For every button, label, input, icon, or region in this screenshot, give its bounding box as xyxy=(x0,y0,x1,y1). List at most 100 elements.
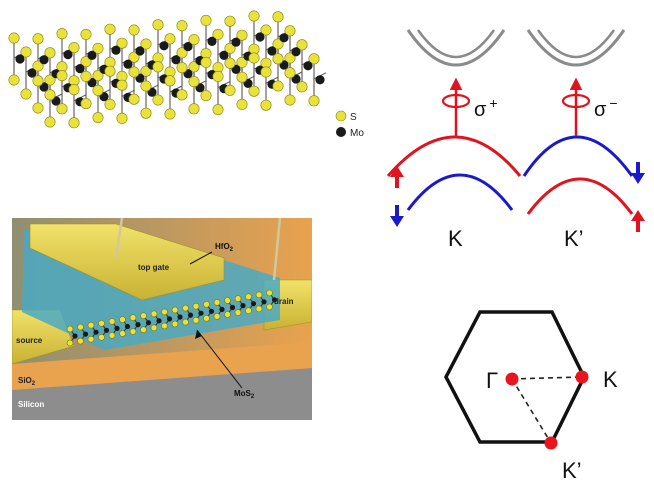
sulfur-atom xyxy=(164,108,176,120)
sulfur-atom xyxy=(284,25,296,37)
mos2-sulfur-atom xyxy=(77,323,84,331)
sulfur-atom xyxy=(212,70,224,82)
spin-down-arrow-k-prime xyxy=(631,162,645,184)
sulfur-atom xyxy=(116,37,128,49)
device-illustration: top gate HfO2 drain source SiO2 Silicon … xyxy=(12,218,312,420)
sulfur-atom xyxy=(92,112,104,124)
hfo2-pointer xyxy=(189,251,213,265)
mos2-molybdenum-atom xyxy=(271,297,278,303)
sulfur-atom xyxy=(68,42,80,54)
sulfur-atom xyxy=(152,19,164,31)
mos2-sulfur-atom xyxy=(203,315,210,322)
mos2-molybdenum-atom xyxy=(103,327,110,333)
sulfur-atom xyxy=(224,57,236,69)
sulfur-atom xyxy=(44,116,56,128)
legend-molybdenum-label: Mo xyxy=(350,128,364,139)
sulfur-atom xyxy=(212,104,224,116)
sulfur-atom xyxy=(80,28,92,40)
sulfur-atom xyxy=(296,81,308,93)
sulfur-atom xyxy=(32,75,44,87)
sulfur-atom xyxy=(200,14,212,26)
valley-label-k: K xyxy=(448,226,463,251)
sulfur-atom xyxy=(164,75,176,87)
sulfur-atom xyxy=(116,79,128,91)
sulfur-atom xyxy=(32,102,44,114)
valley-k: σ+ K xyxy=(386,29,522,251)
sulfur-atom xyxy=(224,15,236,27)
mos2-molybdenum-atom xyxy=(198,310,204,316)
molybdenum-atom xyxy=(291,47,301,57)
sulfur-atom xyxy=(128,51,140,63)
polarization-loop-k-prime xyxy=(561,93,591,109)
upper-valence-band-k xyxy=(386,135,522,177)
sulfur-atom xyxy=(188,76,200,88)
mos2-sulfur-atom xyxy=(129,314,137,321)
mos2-molybdenum-atom xyxy=(124,323,131,330)
sulfur-atom xyxy=(20,46,32,58)
sulfur-atom xyxy=(260,66,272,78)
mos2-sulfur-atom xyxy=(255,291,263,299)
sulfur-atom xyxy=(272,53,284,65)
sulfur-atom xyxy=(308,53,320,65)
sulfur-atom xyxy=(128,66,140,78)
gamma-to-k-prime-path xyxy=(511,378,552,444)
molybdenum-atom xyxy=(159,41,169,51)
k-prime-point xyxy=(544,436,558,450)
mos2-molybdenum-atom xyxy=(135,322,141,328)
molybdenum-atom xyxy=(207,36,217,47)
sulfur-atom xyxy=(44,89,56,101)
molybdenum-atom xyxy=(171,55,181,65)
mos2-molybdenum-atom xyxy=(156,318,162,324)
molybdenum-atom xyxy=(135,46,145,56)
mos2-sulfur-atom xyxy=(87,321,95,329)
molybdenum-atom xyxy=(183,42,193,52)
mos2-sulfur-atom xyxy=(234,309,242,316)
molybdenum-atom xyxy=(111,45,121,55)
mos2-sulfur-atom xyxy=(224,297,231,304)
molybdenum-atom xyxy=(87,50,97,61)
gamma-point-label: Γ xyxy=(486,368,498,393)
mos2-molybdenum-atom xyxy=(187,312,194,318)
sulfur-atom xyxy=(116,112,128,124)
sulfur-atom xyxy=(176,62,188,74)
gamma-point xyxy=(505,372,519,386)
valley-label-k-prime: K’ xyxy=(564,226,584,251)
molybdenum-atom xyxy=(27,68,37,78)
mos2-sulfur-atom xyxy=(98,334,105,341)
drain-probe-wire xyxy=(272,218,282,281)
sulfur-atom xyxy=(92,70,104,82)
sulfur-atom xyxy=(152,94,164,106)
sulfur-atom xyxy=(176,89,188,101)
mos2-sulfur-atom xyxy=(203,301,210,308)
sulfur-atom xyxy=(260,99,272,111)
molybdenum-atom xyxy=(303,61,313,71)
upper-valence-band-k-prime xyxy=(522,135,634,177)
mos2-sulfur-atom xyxy=(192,316,200,324)
sulfur-atom xyxy=(8,74,20,86)
sulfur-atom xyxy=(236,71,248,83)
sulfur-atom xyxy=(224,84,236,96)
molybdenum-atom xyxy=(255,32,265,42)
mos2-sulfur-atom xyxy=(245,293,252,300)
sulfur-atom xyxy=(212,28,224,40)
mos2-molybdenum-atom xyxy=(145,320,152,326)
mos2-sulfur-atom xyxy=(108,332,116,339)
mos2-molybdenum-atom xyxy=(177,314,183,320)
sulfur-atom xyxy=(248,85,260,97)
valley-k-prime: σ− K’ xyxy=(522,29,645,251)
sulfur-atom xyxy=(128,24,140,36)
sulfur-atom xyxy=(188,103,200,115)
molybdenum-atom xyxy=(123,59,133,69)
mos2-molybdenum-atom xyxy=(240,303,246,309)
mos2-sulfur-atom xyxy=(66,339,74,347)
mos2-sulfur-atom xyxy=(266,289,273,297)
molybdenum-atom xyxy=(279,33,289,43)
sulfur-atom xyxy=(56,70,68,82)
sulfur-atom xyxy=(44,74,56,86)
sulfur-atom xyxy=(80,56,92,68)
sulfur-atom xyxy=(308,95,320,107)
sulfur-atom xyxy=(248,10,260,22)
label-source: source xyxy=(16,336,43,345)
conduction-band-k-prime xyxy=(526,29,626,67)
brillouin-zone: Γ K K’ xyxy=(444,310,618,483)
